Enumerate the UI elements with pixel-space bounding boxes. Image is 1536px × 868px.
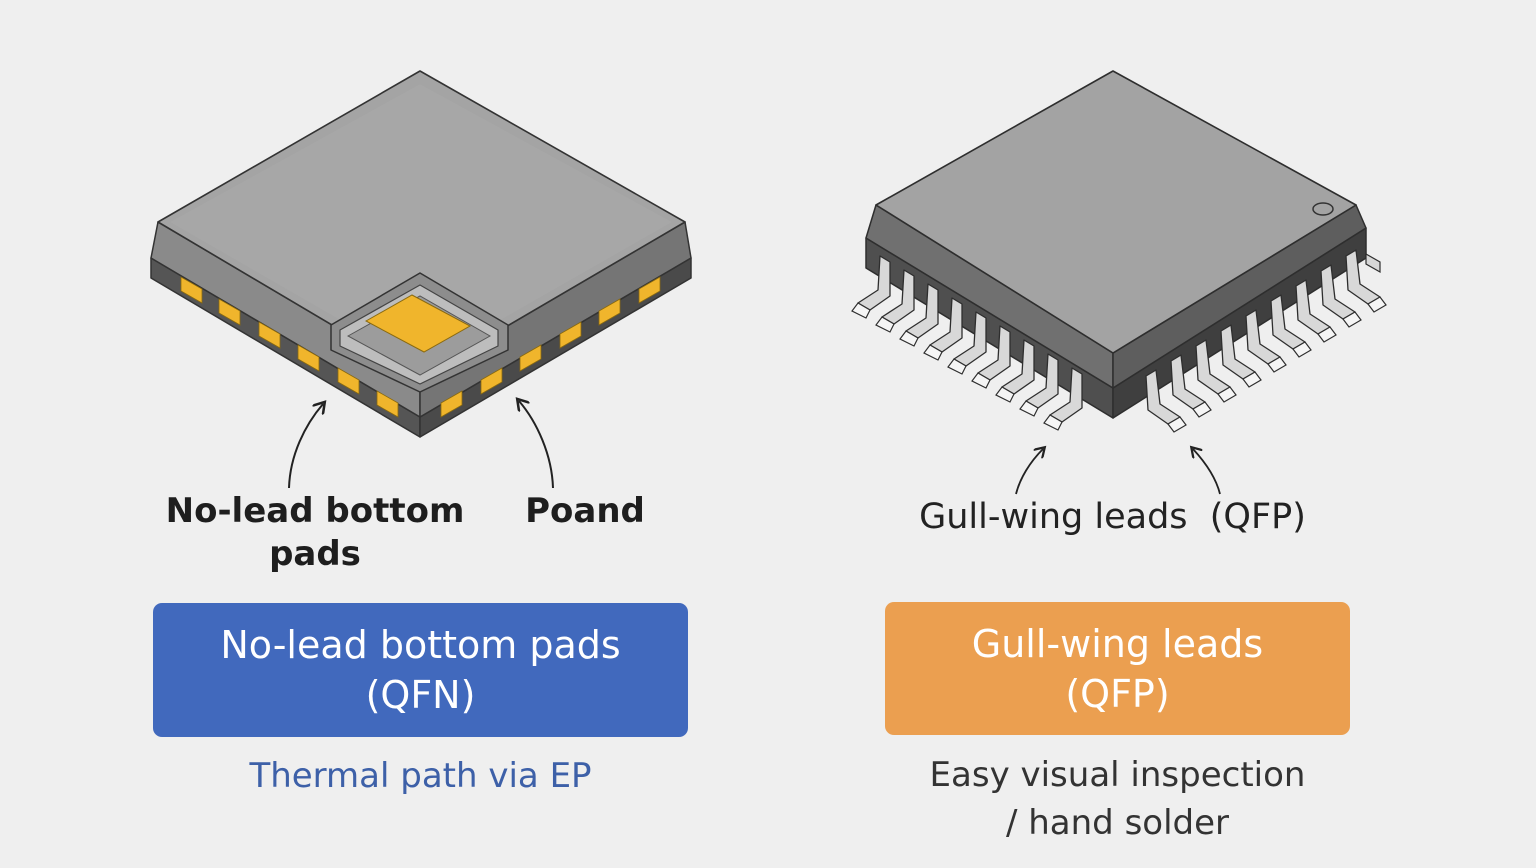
callout-gull-wing-leads: Gull-wing leads (QFP) <box>890 496 1335 539</box>
qfn-side-pads-left <box>180 276 399 418</box>
callout-gull-wing-label: Gull-wing leads (QFP) <box>919 497 1306 537</box>
qfp-caption: Easy visual inspection / hand solder <box>885 751 1350 847</box>
qfn-exposed-pad <box>330 272 509 393</box>
qfn-package <box>150 70 692 438</box>
qfp-label-box: Gull-wing leads (QFP) <box>885 602 1350 735</box>
arrow-gullwing-left <box>1015 449 1043 495</box>
arrow-gullwing-right <box>1193 449 1221 495</box>
callout-no-lead-bottom-pads: No-lead bottom pads <box>165 490 465 576</box>
qfp-package <box>851 70 1387 433</box>
qfp-box-line2: (QFP) <box>1065 671 1170 716</box>
qfp-leads-right <box>1145 249 1387 433</box>
qfn-caption: Thermal path via EP <box>153 752 688 800</box>
qfn-label-box: No-lead bottom pads (QFN) <box>153 603 688 737</box>
qfn-box-line1: No-lead bottom pads <box>220 623 621 667</box>
callout-no-lead-line2: pads <box>269 534 361 574</box>
qfp-leads-left <box>851 255 1083 431</box>
callout-no-lead-line1: No-lead bottom <box>165 491 465 531</box>
qfn-side-pads-right <box>440 276 661 418</box>
arrow-pad <box>519 401 554 489</box>
qfn-box-line2: (QFN) <box>365 673 476 717</box>
callout-pad: Poand <box>515 490 655 533</box>
qfp-box-line1: Gull-wing leads <box>971 621 1264 666</box>
qfp-caption-line2: / hand solder <box>1005 803 1230 843</box>
qfn-caption-text: Thermal path via EP <box>249 756 592 796</box>
arrow-bottom-pads <box>288 404 323 489</box>
callout-pad-label: Poand <box>525 491 645 531</box>
qfp-caption-line1: Easy visual inspection <box>929 755 1306 795</box>
pin1-marker <box>1312 202 1334 216</box>
